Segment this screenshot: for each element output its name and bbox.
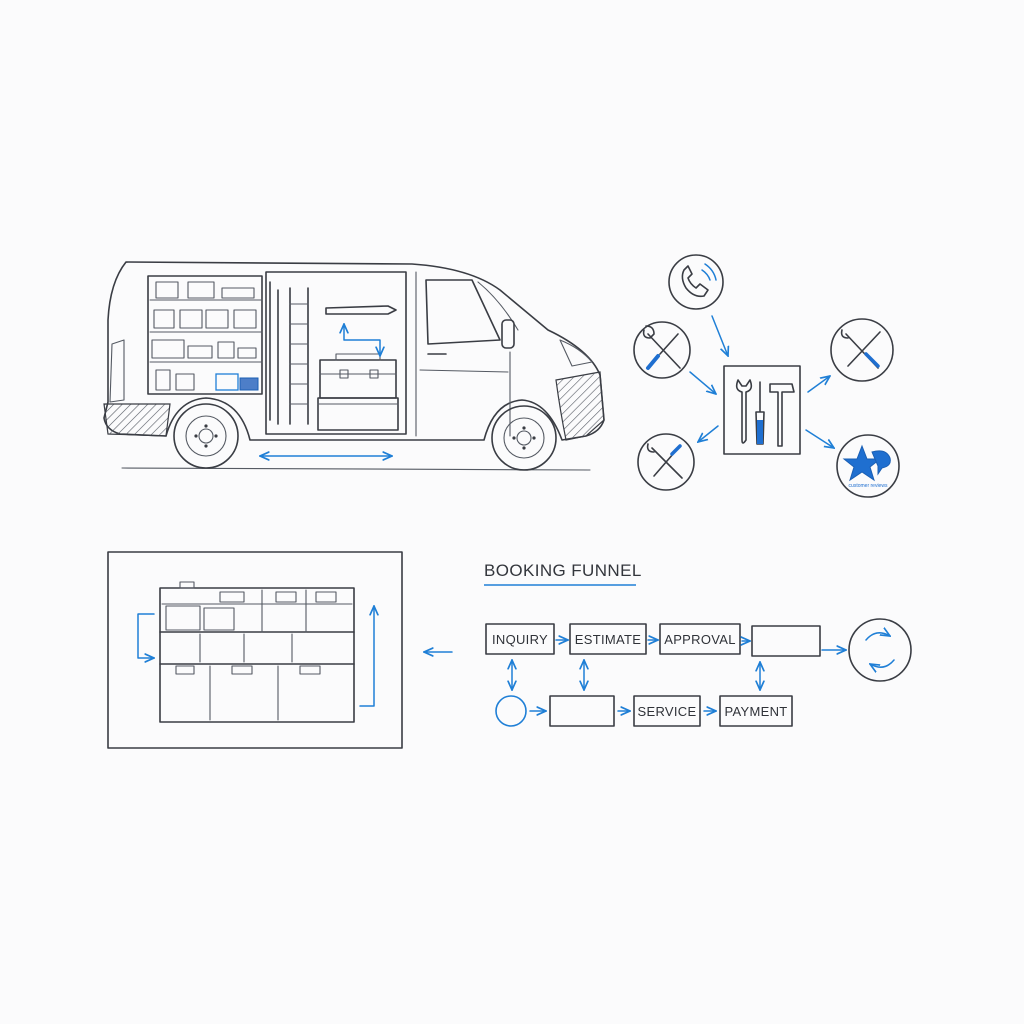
- booking-funnel: BOOKING FUNNEL INQUIRY ESTIMATE APPROVAL: [484, 561, 912, 727]
- tools-board-icon: [723, 365, 801, 455]
- front-bumper: [555, 371, 605, 441]
- step-estimate: ESTIMATE: [569, 623, 647, 655]
- crossed-tools-icon: [830, 318, 894, 382]
- tool-network: customer reviews: [633, 254, 900, 498]
- phone-icon: [668, 254, 724, 310]
- ladder-icon: [277, 287, 309, 425]
- step-inquiry: INQUIRY: [485, 623, 555, 655]
- step-blank-bottom: [549, 695, 615, 727]
- funnel-title: BOOKING FUNNEL: [484, 561, 642, 580]
- storage-layout-panel: [107, 551, 453, 749]
- step-inquiry-label: INQUIRY: [492, 632, 548, 647]
- step-payment: PAYMENT: [719, 695, 793, 727]
- wrench-screwdriver-icon: [633, 321, 691, 379]
- van-shelving: [147, 275, 271, 421]
- step-approval-label: APPROVAL: [664, 632, 736, 647]
- rear-wheel: [173, 403, 239, 469]
- step-approval: APPROVAL: [659, 623, 741, 655]
- step-blank-top: [751, 625, 821, 657]
- refresh-cycle-icon: [848, 618, 912, 682]
- step-service: SERVICE: [633, 695, 701, 727]
- star-speech-icon: customer reviews: [836, 434, 900, 498]
- front-wheel: [491, 405, 557, 471]
- rear-bumper: [103, 403, 171, 437]
- step-payment-label: PAYMENT: [724, 704, 787, 719]
- toolbox-icon: [317, 353, 399, 431]
- step-service-label: SERVICE: [638, 704, 697, 719]
- crossed-tools-icon: [637, 433, 695, 491]
- step-estimate-label: ESTIMATE: [575, 632, 641, 647]
- van-body: [103, 261, 605, 441]
- funnel-start-node: [495, 695, 527, 727]
- van-illustration: [103, 261, 605, 471]
- review-badge-label: customer reviews: [849, 483, 888, 489]
